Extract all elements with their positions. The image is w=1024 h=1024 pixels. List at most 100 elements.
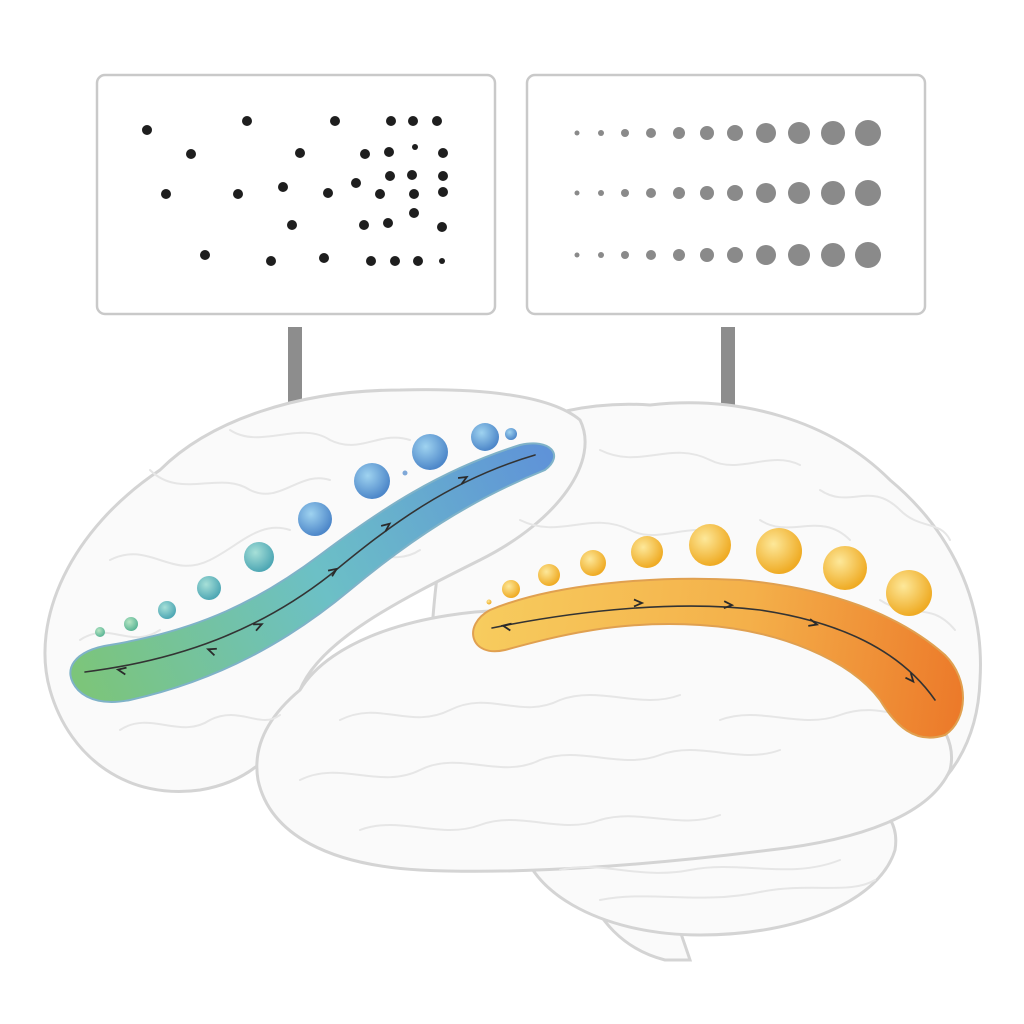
graded-dot [821, 121, 845, 145]
graded-dot [727, 247, 743, 263]
graded-dot [673, 187, 685, 199]
flow-arrow [327, 567, 339, 577]
ventral-bubble [486, 599, 492, 605]
graded-dot [756, 245, 776, 265]
stimulus-dot [409, 189, 419, 199]
graded-dot [646, 188, 656, 198]
flow-arrow [500, 622, 512, 632]
flow-arrow [380, 522, 392, 532]
graded-dot [673, 127, 685, 139]
ventral-bubble [823, 546, 867, 590]
ventral-flow-arrows [500, 598, 915, 684]
graded-dot [821, 181, 845, 205]
graded-dot [855, 242, 881, 268]
ventral-pathway [472, 524, 964, 739]
stimulus-dot [360, 149, 370, 159]
stimulus-dot [242, 116, 252, 126]
stimulus-dot [375, 189, 385, 199]
stimulus-dot [366, 256, 376, 266]
ventral-bubble [756, 528, 802, 574]
dorsal-bubble-sequence [95, 423, 517, 637]
graded-dot [756, 123, 776, 143]
stimulus-dot [142, 125, 152, 135]
stimulus-dot [330, 116, 340, 126]
graded-dot [574, 130, 580, 136]
flow-arrow [115, 666, 127, 676]
graded-dot [574, 190, 580, 196]
ventral-bubble [502, 580, 520, 598]
graded-dot [855, 120, 881, 146]
graded-dot [598, 130, 604, 136]
graded-dot [673, 249, 685, 261]
stimulus-dot [432, 116, 442, 126]
scattered-dot-array [142, 116, 448, 266]
stimulus-dot [383, 218, 393, 228]
graded-dot-rows [574, 120, 881, 268]
stimulus-dot [409, 208, 419, 218]
ventral-bubble [886, 570, 932, 616]
ventral-bubble [538, 564, 560, 586]
dorsal-pathway-band [69, 442, 556, 703]
stimulus-dot [323, 188, 333, 198]
graded-dot [756, 183, 776, 203]
stimulus-dot [413, 256, 423, 266]
right-stimulus-panel [525, 73, 927, 316]
dorsal-bubble [412, 434, 448, 470]
ventral-bubble-sequence [486, 524, 932, 616]
stimulus-dot [438, 171, 448, 181]
stimulus-dot [359, 220, 369, 230]
dorsal-bubble [471, 423, 499, 451]
graded-dot [788, 122, 810, 144]
flow-arrow [808, 618, 820, 627]
graded-dot [646, 128, 656, 138]
stimulus-dot [439, 258, 445, 264]
stimulus-dot [266, 256, 276, 266]
flow-arrow [206, 647, 217, 656]
stimulus-dot [386, 116, 396, 126]
graded-dot [727, 185, 743, 201]
dorsal-bubble [197, 576, 221, 600]
stimulus-dot [319, 253, 329, 263]
ventral-bubble [631, 536, 663, 568]
stimulus-dot [407, 170, 417, 180]
dorsal-pathway [69, 423, 556, 703]
stimulus-dot [384, 147, 394, 157]
graded-dot [788, 182, 810, 204]
graded-dot [574, 252, 580, 258]
dorsal-bubble [124, 617, 138, 631]
stimulus-dot [186, 149, 196, 159]
graded-dot [621, 129, 629, 137]
dorsal-flow-line [84, 454, 536, 673]
ventral-bubble [689, 524, 731, 566]
dorsal-flow-arrows [115, 475, 469, 676]
stimulus-dot [200, 250, 210, 260]
ventral-bubble [580, 550, 606, 576]
dorsal-bubble [402, 470, 408, 476]
graded-dot [646, 250, 656, 260]
stimulus-dot [295, 148, 305, 158]
ventral-pathway-band [472, 577, 964, 739]
stimulus-dot [438, 148, 448, 158]
dorsal-bubble [158, 601, 176, 619]
left-stimulus-panel [95, 73, 497, 316]
graded-dot [598, 252, 604, 258]
flow-arrow [905, 672, 915, 684]
stimulus-dot [287, 220, 297, 230]
flow-arrow [253, 623, 264, 632]
graded-dot [700, 248, 714, 262]
stimulus-dot [351, 178, 361, 188]
graded-dot [700, 186, 714, 200]
graded-dot [788, 244, 810, 266]
stimulus-dot [437, 222, 447, 232]
stimulus-dot [385, 171, 395, 181]
dorsal-bubble [354, 463, 390, 499]
gyri-texture [79, 429, 956, 901]
stimulus-dot [233, 189, 243, 199]
dorsal-bubble [244, 542, 274, 572]
dorsal-bubble [505, 428, 517, 440]
ventral-flow-line [491, 605, 936, 701]
graded-dot [821, 243, 845, 267]
flow-arrow [457, 475, 469, 485]
graded-dot [855, 180, 881, 206]
